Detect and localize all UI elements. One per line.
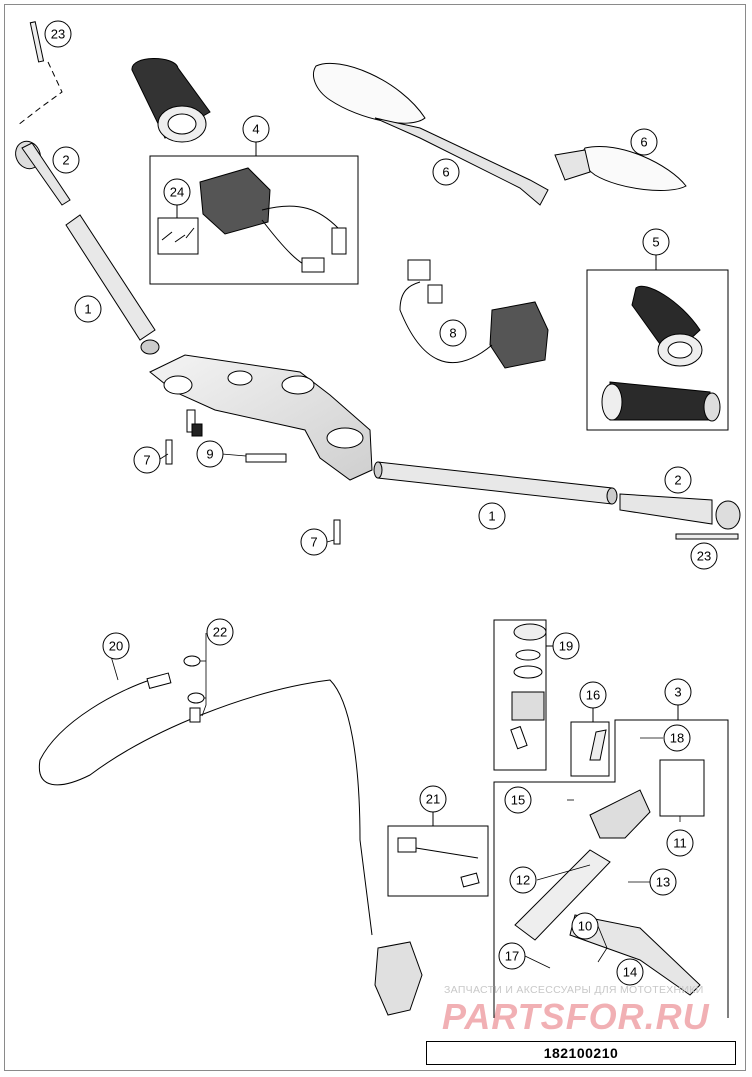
callout-21: 21 — [419, 785, 447, 813]
cable-21 — [397, 837, 480, 888]
svg-text:14: 14 — [623, 965, 637, 980]
bar-end-screw-top — [17, 21, 63, 126]
svg-text:5: 5 — [652, 235, 659, 250]
switch-left-illustration — [199, 167, 347, 273]
callout-3: 3 — [664, 678, 692, 706]
callout-7-right: 7 — [300, 528, 328, 556]
callout-15: 15 — [504, 786, 532, 814]
callout-20: 20 — [102, 632, 130, 660]
svg-text:17: 17 — [505, 949, 519, 964]
callout-23-right: 23 — [690, 542, 718, 570]
leader-lines — [107, 453, 681, 969]
box-grips — [586, 269, 729, 431]
callout-12: 12 — [509, 866, 537, 894]
bar-end-screw-right — [675, 533, 739, 540]
svg-text:9: 9 — [206, 447, 213, 462]
callout-2-top: 2 — [52, 146, 80, 174]
svg-text:16: 16 — [586, 688, 600, 703]
svg-text:10: 10 — [578, 919, 592, 934]
svg-text:2: 2 — [62, 153, 69, 168]
handlebar-tube-left — [65, 214, 160, 355]
svg-text:3: 3 — [674, 685, 681, 700]
svg-text:1: 1 — [488, 509, 495, 524]
svg-text:4: 4 — [252, 122, 259, 137]
box-cable-21 — [387, 825, 489, 897]
svg-text:21: 21 — [426, 792, 440, 807]
callout-13: 13 — [649, 868, 677, 896]
diagram-frame — [4, 4, 746, 1071]
grip-set-illustration — [601, 285, 721, 422]
svg-text:15: 15 — [511, 793, 525, 808]
bar-end-weight-top — [15, 140, 71, 206]
brake-lever — [569, 914, 701, 996]
box-bracket-16 — [570, 721, 610, 777]
diagram-number: 182100210 — [426, 1041, 736, 1065]
callout-6-mirror-right: 6 — [630, 128, 658, 156]
callout-23-top: 23 — [44, 20, 72, 48]
washers-22 — [183, 655, 205, 723]
callout-16: 16 — [579, 681, 607, 709]
switch-right-illustration — [399, 259, 549, 369]
watermark-tagline: ЗАПЧАСТИ И АКСЕССУАРЫ ДЛЯ МОТОТЕХНИКИ — [444, 984, 704, 996]
svg-text:22: 22 — [213, 625, 227, 640]
box-reservoir — [493, 619, 547, 771]
triple-clamp — [149, 354, 373, 481]
callout-11: 11 — [666, 829, 694, 857]
piston-kit-12 — [514, 849, 611, 941]
callout-5: 5 — [642, 228, 670, 256]
svg-text:7: 7 — [310, 535, 317, 550]
svg-text:13: 13 — [656, 875, 670, 890]
svg-text:20: 20 — [109, 639, 123, 654]
callout-6-mirror-left: 6 — [432, 158, 460, 186]
callout-9: 9 — [196, 440, 224, 468]
brake-hose — [38, 672, 373, 936]
svg-text:23: 23 — [697, 549, 711, 564]
mirror-left — [313, 62, 549, 206]
caliper — [374, 941, 423, 1016]
master-cylinder-body — [589, 789, 651, 839]
callout-7-left: 7 — [133, 446, 161, 474]
bracket-16 — [589, 729, 607, 761]
handlebar-tube-right — [373, 461, 618, 505]
callout-24: 24 — [163, 178, 191, 206]
svg-text:18: 18 — [670, 731, 684, 746]
bolts-7-9 — [165, 409, 341, 545]
box-switch-left — [149, 155, 359, 285]
callout-17: 17 — [498, 942, 526, 970]
callout-1-left: 1 — [74, 295, 102, 323]
svg-text:11: 11 — [673, 836, 687, 851]
svg-text:2: 2 — [674, 473, 681, 488]
small-screws-24 — [157, 217, 199, 255]
bar-end-weight-right — [619, 493, 741, 530]
callout-1-right: 1 — [478, 502, 506, 530]
svg-text:24: 24 — [170, 185, 184, 200]
callout-4: 4 — [242, 115, 270, 143]
reservoir-parts — [510, 623, 547, 750]
svg-text:12: 12 — [516, 873, 530, 888]
callout-19: 19 — [552, 632, 580, 660]
callout-8: 8 — [439, 319, 467, 347]
svg-text:19: 19 — [559, 639, 573, 654]
svg-text:23: 23 — [51, 27, 65, 42]
box-11 — [659, 759, 705, 817]
callout-18: 18 — [663, 724, 691, 752]
svg-text:8: 8 — [449, 326, 456, 341]
mirror-right — [554, 146, 687, 191]
box-master-cylinder — [493, 719, 729, 1018]
watermark-logo: PARTSFOR.RU — [442, 996, 710, 1037]
svg-text:1: 1 — [84, 302, 91, 317]
callout-22: 22 — [206, 618, 234, 646]
callout-2-right: 2 — [664, 466, 692, 494]
callout-10: 10 — [571, 912, 599, 940]
svg-text:6: 6 — [640, 135, 647, 150]
svg-text:7: 7 — [143, 453, 150, 468]
grip-top-left — [131, 58, 211, 143]
callout-14: 14 — [616, 958, 644, 986]
svg-text:6: 6 — [442, 165, 449, 180]
